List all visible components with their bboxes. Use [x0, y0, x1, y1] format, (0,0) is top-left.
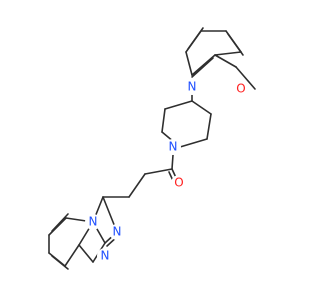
atom-label: N	[188, 80, 197, 94]
bond	[78, 244, 94, 263]
bond	[191, 100, 212, 115]
atom-label: O	[236, 82, 245, 96]
bond	[171, 154, 174, 170]
atom-label: N	[113, 225, 122, 239]
bond	[235, 66, 256, 90]
bond	[128, 173, 146, 198]
piperazine-ring	[161, 86, 212, 148]
bond	[179, 138, 208, 148]
bond	[144, 168, 173, 175]
bond	[161, 108, 166, 133]
atom-label: N	[89, 215, 98, 229]
bond	[227, 33, 244, 56]
bond	[214, 54, 237, 68]
bond	[51, 255, 69, 270]
bond	[206, 113, 212, 140]
bond	[185, 51, 193, 76]
bond	[164, 100, 193, 110]
bond	[191, 54, 216, 76]
bond	[51, 213, 69, 232]
molecule-structure: N N O O N N N	[48, 27, 256, 270]
molecule-canvas: N N O O N N N	[48, 27, 256, 270]
bond	[191, 57, 214, 78]
atom-label: O	[174, 176, 183, 190]
bond	[64, 244, 80, 267]
bond	[214, 51, 242, 56]
atom-labels: N N O O N N N	[85, 79, 249, 264]
bond	[48, 217, 67, 236]
methoxyphenyl-ring	[185, 27, 256, 90]
atom-label: N	[169, 140, 178, 154]
butanone-chain	[102, 154, 179, 198]
bond	[187, 27, 204, 50]
atom-label: N	[101, 249, 110, 263]
